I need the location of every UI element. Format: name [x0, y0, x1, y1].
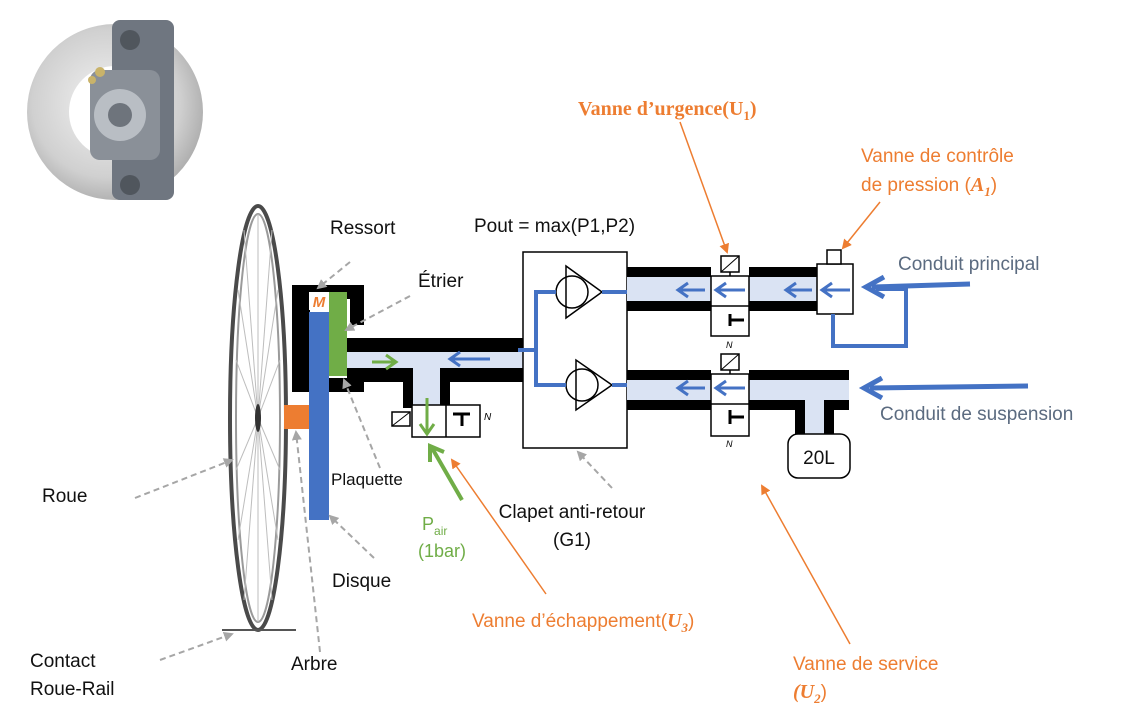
disc-label: Disque [332, 571, 391, 592]
contact-label-line1: Contact [30, 651, 96, 672]
pad-label: Plaquette [331, 470, 403, 489]
reservoir-tank: 20L [788, 434, 850, 478]
brake-pad [329, 292, 347, 376]
svg-text:N: N [726, 340, 733, 350]
spring-icon: M [309, 292, 329, 311]
check-valve-box [518, 252, 628, 448]
pressure-control-label-line2: de pression (A1) [861, 174, 997, 199]
wheel-label: Roue [42, 486, 87, 507]
svg-text:N: N [726, 439, 733, 449]
spring-label: Ressort [330, 218, 396, 239]
svg-text:N: N [484, 412, 492, 423]
check-valve-label-line2: (G1) [553, 530, 591, 551]
main-line-label: Conduit principal [898, 254, 1040, 275]
emergency-valve: N [711, 256, 749, 350]
suspension-line-label: Conduit de suspension [880, 404, 1073, 425]
exhaust-valve: N [392, 405, 492, 437]
svg-text:M: M [313, 294, 326, 311]
caliper-label: Étrier [418, 271, 464, 292]
emergency-valve-label: Vanne d’urgence(U1) [578, 98, 757, 123]
brake-caliper-photo-icon [6, 6, 203, 202]
service-valve: N [711, 354, 749, 449]
axle-label: Arbre [291, 654, 337, 675]
brake-disc [309, 312, 329, 520]
pressure-control-label-line1: Vanne de contrôle [861, 146, 1014, 167]
check-valve-label-line1: Clapet anti-retour [499, 502, 646, 523]
air-pressure-label: Pair [422, 514, 447, 538]
output-pressure-label: Pout = max(P1,P2) [474, 216, 635, 237]
air-pressure-value: (1bar) [418, 541, 466, 561]
service-valve-label-line2: (U2) [793, 681, 827, 706]
service-valve-label-line1: Vanne de service [793, 654, 938, 675]
contact-label-line2: Roue-Rail [30, 679, 114, 700]
caliper-pipe [347, 338, 525, 408]
exhaust-valve-label: Vanne d’échappement(U3) [472, 610, 694, 635]
reservoir-label: 20L [803, 448, 835, 469]
pressure-control-valve [817, 250, 853, 314]
axle [284, 405, 310, 429]
